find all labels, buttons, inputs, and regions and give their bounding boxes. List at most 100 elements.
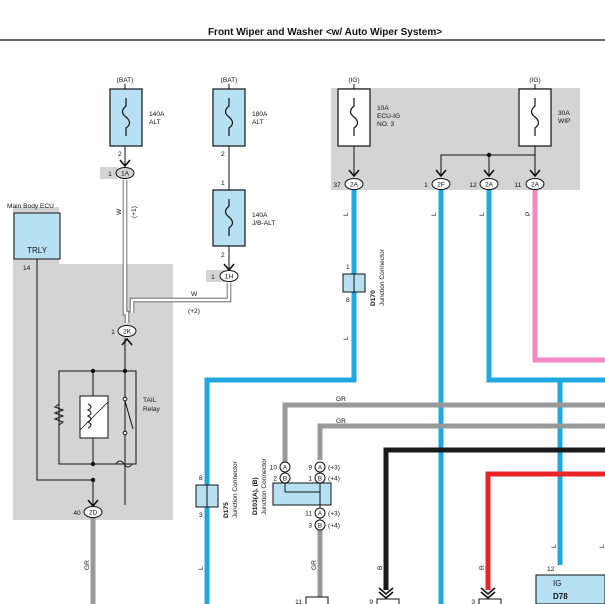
label-w2: W (191, 291, 198, 298)
connector-2a-11: 11 2A (515, 169, 545, 190)
svg-text:1H: 1H (225, 274, 234, 281)
svg-text:1: 1 (346, 264, 350, 271)
ecu-label: TRLY (27, 246, 48, 255)
connector-2f: 1 2F (424, 169, 451, 190)
ecu-pin: 14 (23, 265, 31, 272)
wire-pink-wip (532, 188, 605, 363)
label-p: P (525, 211, 532, 216)
connector-2a-12: 12 2A (469, 169, 499, 190)
label-gr4: GR (84, 560, 91, 570)
fuse2-icon (224, 98, 234, 136)
fuse-180a-alt: (BAT) 180A ALT (212, 77, 268, 147)
svg-text:1: 1 (211, 274, 215, 281)
svg-text:2A: 2A (485, 182, 494, 189)
bottom-connector-ad6-r: 3 (471, 587, 502, 604)
fuse4-source: (IG) (348, 77, 359, 84)
fuse1-name: ALT (149, 119, 161, 126)
component-d78: 12 IG D78 (535, 566, 605, 604)
bottom-connector-ad6-b: 9 (369, 587, 400, 604)
arrow-down-icon (119, 159, 131, 168)
connector-2d: 40 2D (73, 499, 103, 518)
junction-dot-bus (486, 152, 492, 158)
relay-name-2: Relay (143, 406, 161, 413)
svg-text:1: 1 (424, 182, 428, 189)
svg-text:9: 9 (308, 465, 312, 472)
relay-contact-bottom (122, 430, 128, 436)
label-l3: L (431, 212, 438, 216)
svg-text:D175: D175 (223, 502, 230, 518)
label-l1: L (343, 212, 350, 216)
relay-dot-3 (90, 461, 96, 467)
svg-text:12: 12 (547, 566, 555, 573)
label-l7: L (599, 544, 605, 548)
svg-text:11: 11 (305, 511, 312, 518)
fuse5-source: (IG) (529, 77, 540, 84)
fuse1-rating: 140A (149, 111, 165, 118)
svg-text:IG: IG (553, 579, 561, 588)
relay-switch-arm (124, 400, 134, 430)
fuse5-rating: 30A (558, 110, 570, 117)
svg-text:2D: 2D (89, 510, 98, 517)
svg-text:11: 11 (515, 182, 522, 189)
fuse4-icon (349, 98, 359, 136)
pin-fuse1-bottom: 2 (118, 151, 122, 158)
label-plus2: (+2) (188, 308, 200, 315)
svg-text:Junction Connector: Junction Connector (261, 457, 268, 515)
wire-gray-gr2 (317, 423, 605, 460)
relay-output-wave-icon (115, 460, 133, 468)
fuse-140a-jb-alt: 140A J/B-ALT (212, 189, 275, 247)
relay-resistor-icon (53, 403, 65, 426)
label-l2: L (343, 336, 350, 340)
svg-text:9: 9 (369, 599, 373, 604)
connector-1a: 1 1A (100, 159, 135, 179)
fuse5-icon (530, 98, 540, 136)
svg-text:2A: 2A (531, 182, 540, 189)
svg-text:Junction Connector: Junction Connector (379, 248, 386, 306)
connector-1h: 1 1H (206, 263, 239, 282)
bottom-connector-daz: 11 (295, 596, 329, 604)
label-gr3: GR (311, 560, 318, 570)
connector-2a-37: 37 2A (333, 169, 364, 190)
arrow-down-icon (483, 169, 495, 178)
svg-text:A: A (318, 511, 323, 518)
svg-text:(+4): (+4) (328, 523, 340, 530)
svg-text:10: 10 (270, 465, 278, 472)
svg-text:B: B (318, 523, 323, 530)
fuse-140a-alt: (BAT) 140A ALT (109, 77, 165, 147)
pin-fuse3-bottom: 2 (221, 252, 225, 259)
wire-black-b (383, 447, 605, 590)
svg-text:2: 2 (273, 476, 277, 483)
fuse5-name: WIP (558, 118, 571, 125)
relay-dot-1 (90, 368, 96, 374)
pin-fuse3-top: 1 (221, 180, 225, 187)
wire-red-r (485, 471, 605, 590)
svg-text:11: 11 (295, 599, 302, 604)
wire-wip-bus (440, 154, 535, 176)
label-l5: L (198, 566, 205, 570)
junction-connector-d175: 8 3 D175 Junction Connector (195, 460, 239, 519)
relay-contact-top (122, 396, 128, 402)
fuse-30a-wip: (IG) 30A WIP (518, 77, 571, 147)
fuse3-icon (224, 199, 234, 236)
fuse1-source: (BAT) (117, 77, 134, 84)
svg-text:D78: D78 (553, 592, 568, 601)
diagram-title: Front Wiper and Washer <w/ Auto Wiper Sy… (208, 27, 442, 38)
label-w1: W (116, 208, 123, 215)
svg-text:D103(A), (B): D103(A), (B) (252, 477, 259, 515)
ecu-box (13, 212, 61, 260)
fuse-10a-ecu-ig: (IG) 10A ECU-IG NO. 3 (337, 77, 400, 147)
fuse2-source: (BAT) (221, 77, 238, 84)
svg-text:2K: 2K (123, 329, 132, 336)
connector-2k: 1 2K (111, 325, 137, 346)
label-gr2: GR (336, 418, 346, 425)
relay-dot-4 (90, 477, 96, 483)
svg-text:3: 3 (471, 599, 475, 604)
arrow-up-icon (121, 337, 133, 346)
svg-text:1A: 1A (121, 171, 130, 178)
fuse4-rating: 10A (377, 105, 389, 112)
svg-text:8: 8 (199, 475, 203, 482)
wire-ecu-trly (36, 259, 94, 505)
fuse4-name2: NO. 3 (377, 121, 395, 128)
wire-w2 (130, 283, 231, 313)
wire-w1 (123, 180, 129, 323)
